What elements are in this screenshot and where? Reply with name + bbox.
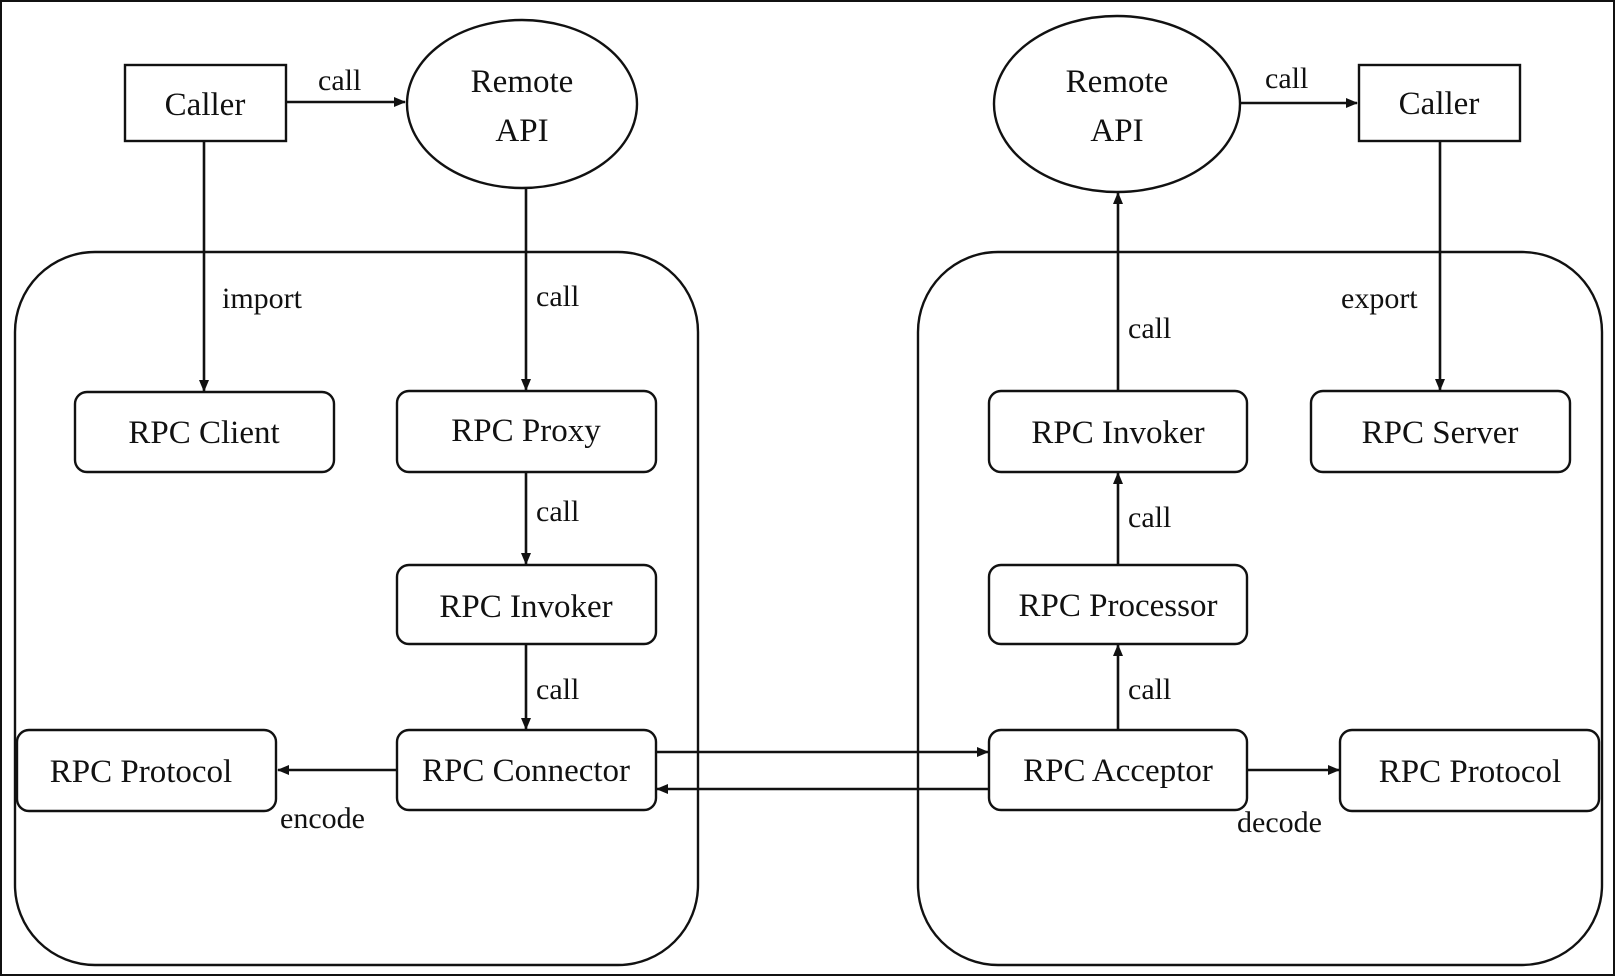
rpc-proxy-node: RPC Proxy — [395, 389, 658, 474]
rpc-client-node: RPC Client — [73, 390, 336, 474]
caller-right-label: Caller — [1399, 86, 1480, 122]
rpc-server-node: RPC Server — [1309, 389, 1572, 474]
rpc-acceptor-label: RPC Acceptor — [1023, 753, 1213, 789]
rpc-invoker-left-node: RPC Invoker — [395, 563, 658, 646]
edge-connector-to-protocol-label: encode — [280, 802, 365, 835]
caller-right-node: Caller — [1357, 63, 1522, 143]
edge-invoker-to-connector-label: call — [536, 673, 579, 706]
remote-api-left-node: Remote API — [405, 18, 639, 190]
rpc-processor-node: RPC Processor — [987, 563, 1249, 646]
client-side-container — [13, 250, 700, 967]
edge-proxy-to-invoker-label: call — [536, 495, 579, 528]
rpc-connector-label: RPC Connector — [422, 753, 630, 789]
caller-left-label: Caller — [165, 87, 246, 123]
remote-api-right-node: Remote API — [992, 14, 1242, 194]
edge-invoker-to-remote-right-label: call — [1128, 312, 1171, 345]
edge-caller-to-client-label: import — [222, 282, 303, 315]
edge-remote-to-caller-right-label: call — [1265, 62, 1308, 95]
rpc-protocol-right-label: RPC Protocol — [1379, 754, 1561, 790]
edge-caller-to-server-label: export — [1341, 282, 1418, 315]
edge-processor-to-invoker-label: call — [1128, 501, 1171, 534]
rpc-invoker-right-node: RPC Invoker — [987, 389, 1249, 474]
rpc-proxy-label: RPC Proxy — [451, 413, 601, 449]
rpc-protocol-left-node: RPC Protocol — [15, 728, 278, 813]
caller-left-node: Caller — [123, 63, 288, 143]
rpc-processor-label: RPC Processor — [1019, 588, 1218, 624]
rpc-acceptor-node: RPC Acceptor — [987, 728, 1249, 812]
edge-acceptor-to-protocol-label: decode — [1237, 806, 1322, 839]
rpc-protocol-left-label: RPC Protocol — [50, 754, 232, 790]
edge-acceptor-to-processor-label: call — [1128, 673, 1171, 706]
edge-remote-to-proxy-label: call — [536, 280, 579, 313]
rpc-protocol-right-node: RPC Protocol — [1338, 728, 1601, 813]
server-side-container — [916, 250, 1604, 967]
rpc-client-label: RPC Client — [128, 415, 279, 451]
remote-api-right-label-line2: API — [1090, 113, 1143, 149]
remote-api-left-label-line2: API — [495, 113, 548, 149]
remote-api-left-label-line1: Remote — [471, 64, 574, 100]
rpc-invoker-left-label: RPC Invoker — [439, 589, 612, 625]
rpc-server-label: RPC Server — [1362, 415, 1519, 451]
edge-caller-to-remote-left-label: call — [318, 64, 361, 97]
rpc-connector-node: RPC Connector — [395, 728, 658, 812]
remote-api-right-label-line1: Remote — [1066, 64, 1169, 100]
rpc-invoker-right-label: RPC Invoker — [1031, 415, 1204, 451]
